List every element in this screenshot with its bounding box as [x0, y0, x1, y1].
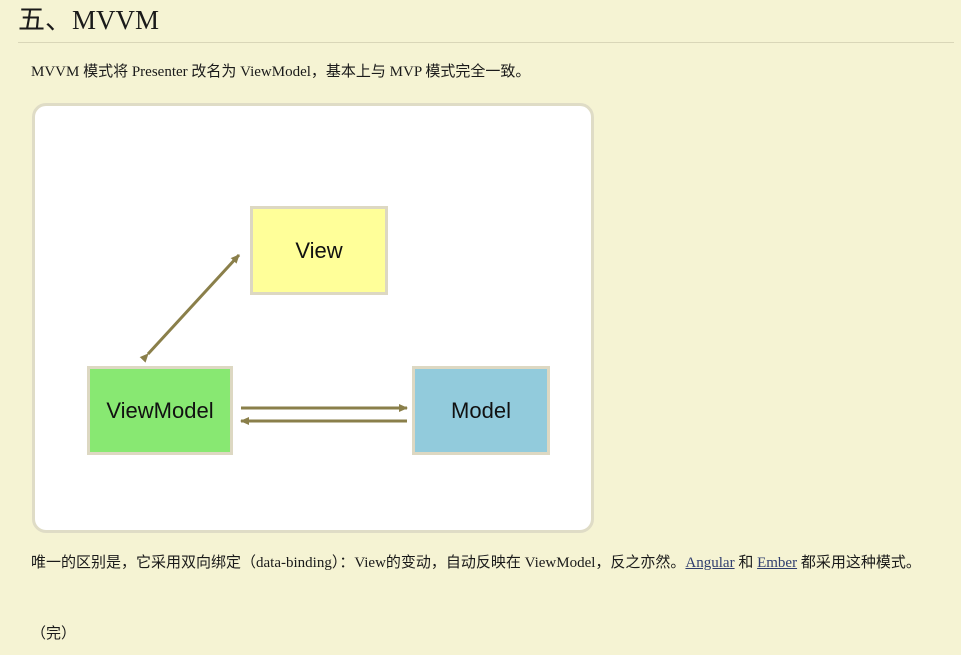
end-mark: （完）: [31, 626, 77, 642]
section-title: 五、MVVM: [18, 5, 160, 35]
body-text-end: 都采用这种模式。: [797, 555, 921, 571]
title-divider: [18, 42, 954, 43]
body-paragraph: 唯一的区别是，它采用双向绑定（data-binding）：View的变动，自动反…: [31, 549, 951, 577]
body-text-and: 和: [734, 555, 758, 571]
diagram-arrows: [139, 253, 408, 425]
intro-paragraph: MVVM 模式将 Presenter 改名为 ViewModel，基本上与 MV…: [31, 64, 531, 80]
body-text: 唯一的区别是，它采用双向绑定（data-binding）：View的变动，自动反…: [31, 555, 686, 571]
model-box: Model: [412, 366, 550, 455]
view-viewmodel-arrow: [139, 253, 241, 363]
angular-link[interactable]: Angular: [685, 555, 735, 571]
viewmodel-box: ViewModel: [87, 366, 233, 455]
mvvm-diagram: View ViewModel Model: [32, 103, 594, 533]
view-box: View: [250, 206, 388, 295]
ember-link[interactable]: Ember: [757, 555, 798, 571]
